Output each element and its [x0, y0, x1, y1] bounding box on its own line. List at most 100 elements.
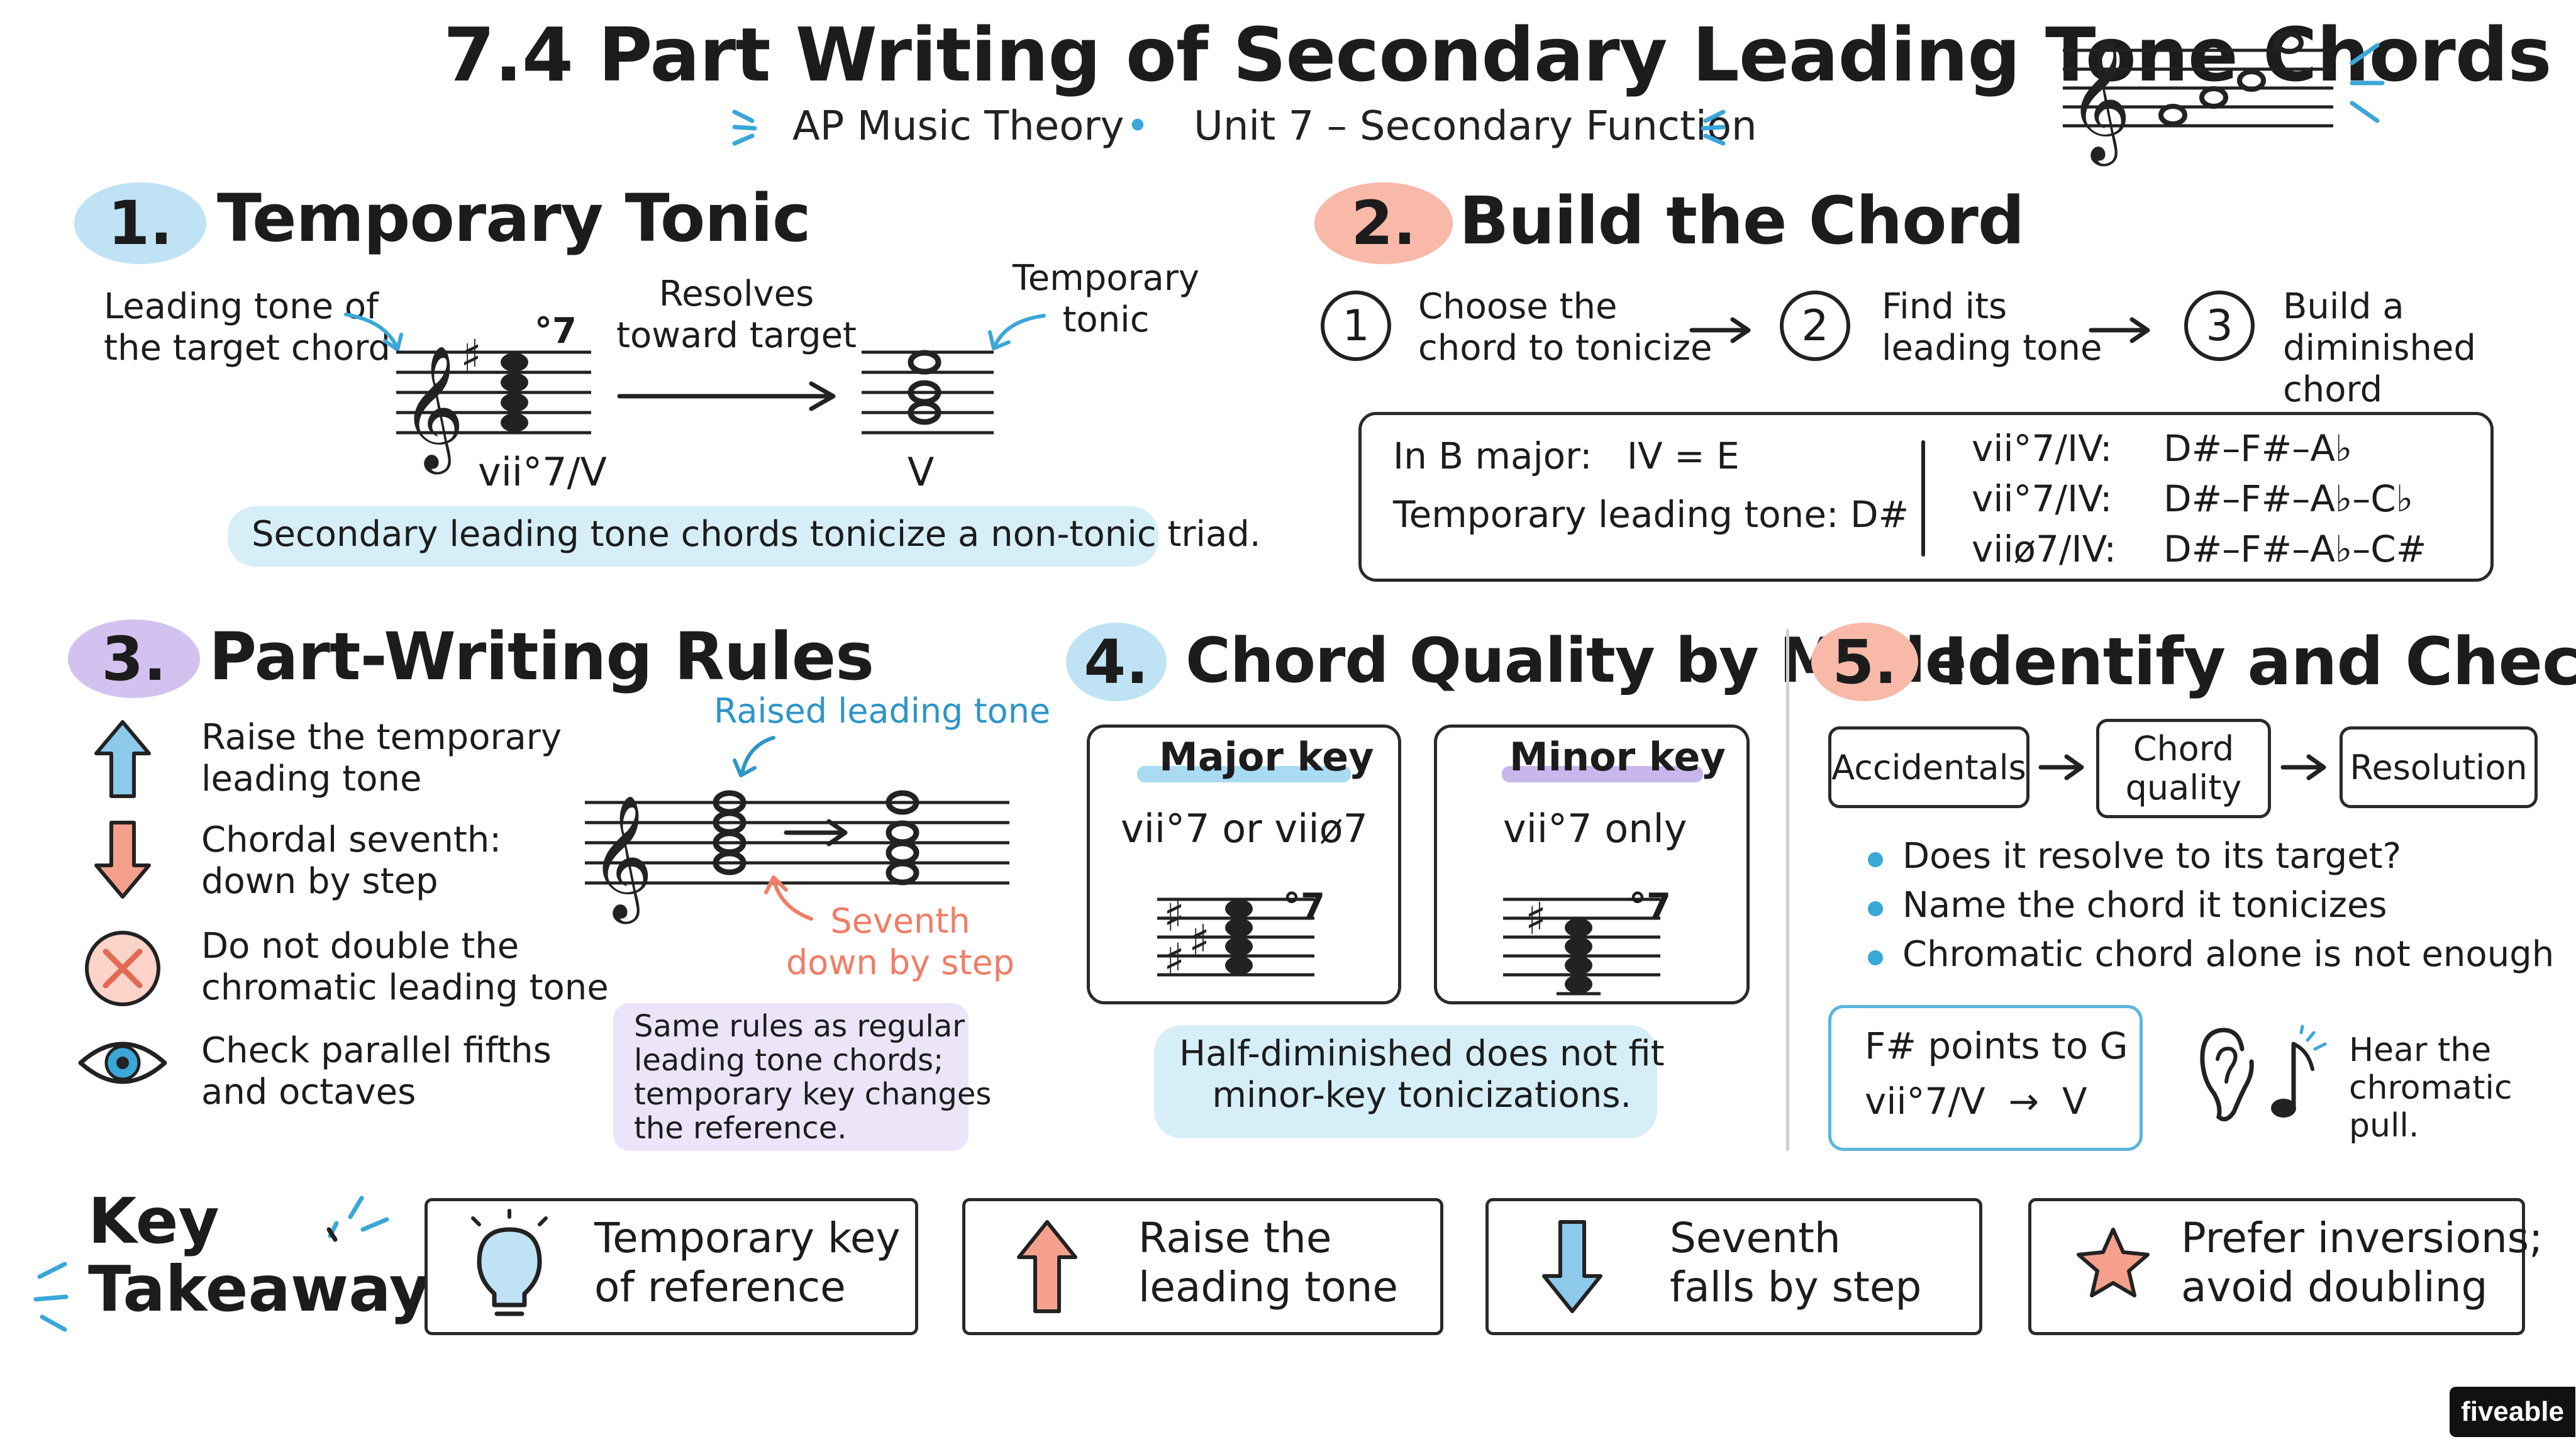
svg-text:♯: ♯ — [1163, 890, 1185, 941]
section2-chord-3-name: viiø7/IV: — [1972, 528, 2117, 570]
section3-seventh-label: Seventh down by step — [786, 901, 1015, 982]
section5-bullet-1: Does it resolve to its target? — [1902, 836, 2402, 877]
section3-raised-label: Raised leading tone — [714, 691, 1051, 731]
section5-bullet-2-dot — [1868, 901, 1883, 916]
section4-minor-staff: ♯ — [1503, 893, 1660, 996]
section1-staff-left: 𝄞 ♯ — [396, 330, 591, 474]
section4-major-highlight — [1137, 766, 1351, 782]
section3-number: 3. — [101, 623, 167, 694]
section5-example-box — [1828, 1005, 2143, 1151]
section3-rule-2-text: Chordal seventh: down by step — [201, 819, 502, 902]
section1-title: Temporary Tonic — [217, 180, 811, 257]
takeaway-3-arrow-down-icon — [1542, 1220, 1602, 1313]
section5-bullet-3-dot — [1868, 950, 1883, 965]
takeaway-card-4 — [2028, 1198, 2525, 1335]
section4-caption-pill — [1154, 1025, 1657, 1138]
svg-text:𝄞: 𝄞 — [401, 345, 464, 474]
section5-flow-resolution-label: Resolution — [2350, 747, 2528, 787]
section4-minor-title: Minor key — [1509, 734, 1726, 780]
section2-step-arrow-1-icon — [1689, 317, 1751, 343]
takeaway-1-text: Temporary key of reference — [594, 1214, 901, 1311]
section5-flow-chord-quality-label: Chord quality — [2125, 729, 2242, 808]
section5-bullet-3: Chromatic chord alone is not enough — [1902, 934, 2555, 975]
header-squiggle-left-icon — [732, 109, 757, 146]
section2-divider — [1921, 440, 1925, 557]
takeaway-4-text: Prefer inversions; avoid doubling — [2181, 1214, 2543, 1311]
section5-flow-arrow-2-icon — [2280, 754, 2326, 780]
section2-leading-tone-line: Temporary leading tone: D# — [1393, 493, 1909, 536]
section1-caption-pill — [228, 506, 1158, 567]
section2-example-box — [1358, 412, 2494, 582]
section2-step-2-circle: 2 — [1780, 291, 1850, 361]
section5-music-note-icon — [2271, 1024, 2327, 1118]
section5-hear-text: Hear the chromatic pull. — [2349, 1031, 2512, 1145]
section4-major-title: Major key — [1159, 734, 1374, 780]
page-title: 7.4 Part Writing of Secondary Leading To… — [443, 11, 2552, 98]
section2-step-1-text: Choose the chord to tonicize — [1418, 286, 1713, 369]
svg-text:♯: ♯ — [1525, 893, 1546, 945]
section2-step-3-text: Build a diminished chord — [2283, 286, 2476, 410]
section2-step-2-number: 2 — [1801, 301, 1829, 351]
section2-title: Build the Chord — [1459, 182, 2024, 259]
section3-note-box — [613, 1003, 969, 1151]
section2-chord-1-notes: D#–F#–A♭ — [2163, 427, 2353, 470]
takeaway-3-text: Seventh falls by step — [1670, 1214, 1922, 1311]
section3-note-text: Same rules as regular leading tone chord… — [634, 1009, 992, 1146]
section3-rule-1-text: Raise the temporary leading tone — [201, 717, 562, 799]
section1-number-badge: 1. — [74, 182, 206, 264]
section3-rule-3-text: Do not double the chromatic leading tone — [201, 926, 609, 1008]
section1-temporary-tonic-note: Temporary tonic — [1013, 258, 1200, 340]
brand-badge: fiveable — [2450, 1387, 2575, 1437]
section1-tonic-arrow-icon — [988, 314, 1046, 350]
section3-raised-arrow-icon — [733, 736, 775, 777]
section2-step-3-circle: 3 — [2184, 291, 2255, 361]
section5-bullet-1-dot — [1868, 852, 1883, 867]
section3-rule-2-arrow-down-icon — [94, 821, 151, 899]
section2-key-line: In B major: IV = E — [1393, 435, 1740, 477]
header-subtitle-unit: Unit 7 – Secondary Function — [1194, 103, 1757, 150]
header-sparkle-icon — [2350, 43, 2385, 123]
section1-number: 1. — [108, 188, 173, 258]
section3-rule-3-no-double-icon — [85, 931, 160, 1006]
takeaway-2-text: Raise the leading tone — [1138, 1214, 1399, 1311]
svg-text:♯: ♯ — [460, 330, 482, 382]
section1-chord-sup: °7 — [535, 311, 577, 352]
section2-step-1-number: 1 — [1342, 301, 1370, 351]
section4-minor-highlight — [1502, 766, 1703, 782]
header-staff-icon: 𝄞 — [2063, 31, 2333, 166]
section1-label-right: V — [908, 449, 935, 495]
section3-rule-4-text: Check parallel fifths and octaves — [201, 1030, 552, 1113]
section2-chord-2-name: vii°7/IV: — [1972, 477, 2112, 520]
section4-number-badge: 4. — [1066, 623, 1167, 701]
takeaways-sparkle-left-icon — [33, 1262, 69, 1332]
svg-text:♯: ♯ — [1163, 934, 1185, 985]
takeaway-1-lightbulb-icon — [471, 1209, 548, 1316]
section1-label-left: vii°7/V — [478, 449, 607, 495]
section1-staff-right — [862, 350, 994, 435]
section2-chord-1-name: vii°7/IV: — [1972, 427, 2112, 470]
section4-major-sup: °7 — [1283, 886, 1325, 927]
section5-flow-chord-quality: Chord quality — [2096, 719, 2271, 818]
section4-minor-sup: °7 — [1629, 886, 1671, 927]
section5-bullet-2: Name the chord it tonicizes — [1902, 885, 2387, 926]
section5-example-line2: vii°7/V → V — [1865, 1080, 2087, 1123]
section2-chord-3-notes: D#–F#–A♭–C# — [2163, 528, 2427, 570]
header-subtitle-course: AP Music Theory — [792, 103, 1124, 150]
section5-ear-icon — [2200, 1028, 2254, 1122]
section3-title: Part-Writing Rules — [209, 618, 874, 695]
section4-major-staff: ♯ ♯ ♯ — [1157, 890, 1314, 985]
svg-text:♯: ♯ — [1189, 915, 1210, 967]
takeaway-2-arrow-up-icon — [1017, 1220, 1077, 1313]
section3-number-badge: 3. — [68, 619, 200, 698]
section5-title: Identify and Check — [1943, 623, 2576, 700]
section5-number-badge: 5. — [1811, 623, 1918, 701]
section5-flow-arrow-1-icon — [2038, 754, 2084, 780]
section1-caption: Secondary leading tone chords tonicize a… — [252, 514, 1261, 555]
section1-leading-tone-note: Leading tone of the target chord — [104, 286, 391, 369]
section3-staff: 𝄞 — [585, 790, 1009, 924]
section3-rule-4-eye-icon — [78, 1041, 167, 1084]
section1-resolves-note: Resolves toward target — [616, 274, 857, 356]
svg-text:𝄞: 𝄞 — [2068, 36, 2131, 166]
svg-text:𝄞: 𝄞 — [590, 794, 653, 924]
section5-flow-accidentals-label: Accidentals — [1831, 747, 2026, 787]
